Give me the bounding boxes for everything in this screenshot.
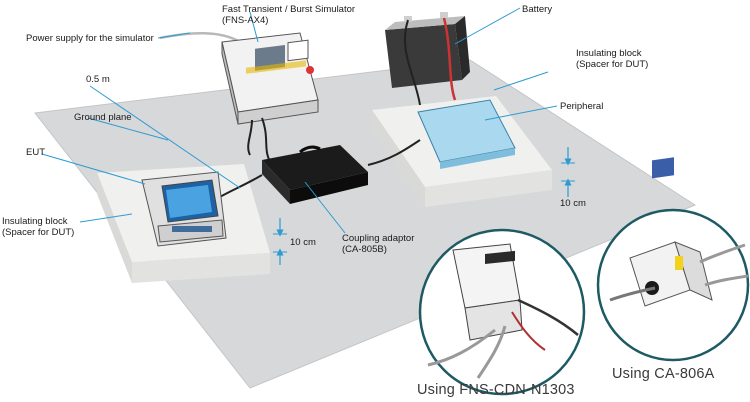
insulating-block-right-label: Insulating block (Spacer for DUT) [576,48,649,70]
simulator-ground-cable [247,119,253,156]
inset-right-caption: Using CA-806A [612,366,715,382]
eut-label: EUT [26,147,45,158]
coupling-to-peripheral-cable [367,139,421,166]
height-left-label: 10 cm [290,237,316,248]
insulating-block-left-label: Insulating block (Spacer for DUT) [2,216,75,238]
peripheral-label: Peripheral [560,101,604,112]
leader-lines [41,7,558,234]
inset-ca-806a [596,157,750,362]
height-dimension-right [561,147,575,197]
power-supply-label: Power supply for the simulator [26,33,154,44]
battery [385,12,470,88]
battery-positive-cable [442,17,457,101]
height-right-label: 10 cm [560,198,586,209]
inset-left-caption: Using FNS-CDN-N1303 [417,382,575,398]
simulator-unit [221,32,319,125]
power-supply-cable [159,32,241,44]
simulator-label: Fast Transient / Burst Simulator (FNS-AX… [222,4,356,26]
coupling-adaptor-label: Coupling adaptor (CA-805B) [342,233,415,255]
battery-negative-cable [403,19,421,106]
ground-plane-label: Ground plane [74,112,132,123]
coupling-adaptor [262,145,368,204]
height-dimension-left [273,218,287,265]
cable-length-label: 0.5 m [86,74,110,85]
peripheral-box [417,99,516,169]
battery-label: Battery [522,4,553,15]
eut-device [141,171,227,247]
inset-fns-cdn-n1303 [418,228,586,396]
